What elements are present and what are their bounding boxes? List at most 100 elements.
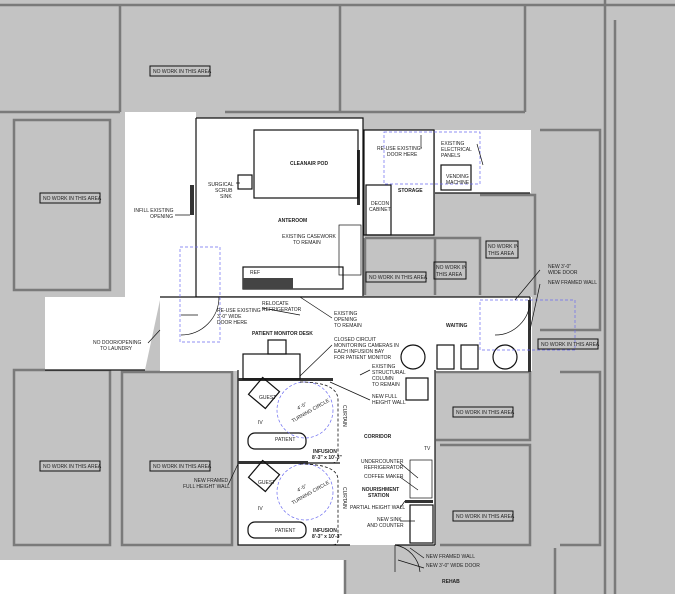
door-clearance bbox=[179, 246, 221, 343]
plan-label: WIDE DOOR bbox=[548, 270, 578, 276]
room-storage: STORAGE bbox=[398, 188, 423, 194]
plan-label: NEW 3'-0" WIDE DOOR bbox=[426, 563, 480, 569]
patient-chair bbox=[247, 432, 307, 450]
plan-label: 3'-0" WIDE bbox=[217, 314, 242, 320]
plan-label: NEW FRAMED WALL bbox=[548, 280, 597, 286]
plan-label: TO REMAIN bbox=[372, 382, 400, 388]
casework bbox=[338, 224, 362, 276]
plan-label: EACH INFUSION BAY bbox=[334, 349, 385, 355]
infill-wall bbox=[190, 185, 194, 215]
plan-label: CURTAIN bbox=[341, 487, 347, 509]
new-sink-counter bbox=[409, 504, 434, 544]
plan-label: TO REMAIN bbox=[293, 240, 321, 246]
plan-label: TO REMAIN bbox=[334, 323, 362, 329]
room-waiting: WAITING bbox=[446, 323, 467, 329]
guest-chair bbox=[247, 376, 281, 410]
plan-label: NO WORK IN THIS AREA bbox=[456, 514, 515, 520]
cleanair-pod bbox=[253, 129, 359, 199]
plan-label: 4'-5" bbox=[296, 401, 308, 411]
room-infusion: INFUSION bbox=[313, 449, 337, 455]
decon-cabinet bbox=[365, 184, 392, 236]
plan-label: OPENING bbox=[150, 214, 173, 220]
room-cleanair-pod: CLEANAIR POD bbox=[290, 161, 328, 167]
plan-label: TV bbox=[424, 446, 431, 452]
refrigerator-fill bbox=[243, 278, 293, 289]
plan-label: NEW FULL bbox=[372, 394, 398, 400]
room-corridor: CORRIDOR bbox=[364, 434, 392, 440]
plan-label: NO WORK IN THIS AREA bbox=[43, 196, 102, 202]
guest-chair bbox=[247, 459, 281, 493]
plan-label: MONITORING CAMERAS IN bbox=[334, 343, 399, 349]
plan-label: EXISTING bbox=[372, 364, 395, 370]
plan-label: FULL HEIGHT WALL bbox=[183, 484, 230, 490]
room-anteroom: ANTEROOM bbox=[278, 218, 307, 224]
no-work-label: NO WORK IN THIS AREA bbox=[149, 65, 212, 77]
room-nourishment: NOURISHMENT bbox=[362, 487, 399, 493]
plan-label: COFFEE MAKER bbox=[364, 474, 404, 480]
plan-label: GUEST bbox=[259, 395, 276, 401]
plan-label: NO WORK IN THIS AREA bbox=[456, 410, 515, 416]
plan-label: EXISTING CASEWORK bbox=[282, 234, 337, 240]
new-framed-wall bbox=[238, 461, 308, 464]
door-clearance bbox=[383, 131, 481, 185]
work-areas bbox=[45, 112, 532, 545]
turning-circle bbox=[276, 381, 334, 439]
waiting-chair bbox=[436, 344, 455, 370]
desk-chair bbox=[267, 339, 287, 355]
plan-label: IV bbox=[258, 420, 263, 426]
plan-label: NEW 3'-0" bbox=[548, 264, 571, 270]
plan-label: NO WORK IN THIS AREA bbox=[541, 342, 600, 348]
room-patient-monitor-desk: PATIENT MONITOR DESK bbox=[252, 331, 313, 337]
note-labels: SURGICAL SCRUB SINK INFILL EXISTING OPEN… bbox=[93, 141, 597, 569]
plan-label: 4'-5" bbox=[296, 483, 308, 493]
plan-label: SCRUB bbox=[215, 188, 233, 194]
waiting-table-left bbox=[400, 344, 426, 370]
plan-label: NO WORK IN bbox=[436, 265, 467, 271]
plan-label: MACHINE bbox=[446, 180, 470, 186]
new-framed-wall-waiting bbox=[528, 300, 531, 372]
plan-label: 8'-3" x 10'-3" bbox=[312, 534, 343, 540]
plan-label: NO WORK IN THIS AREA bbox=[369, 275, 428, 281]
room-infusion: INFUSION bbox=[313, 528, 337, 534]
plan-label: 8'-3" x 10'-3" bbox=[312, 455, 343, 461]
plan-label: AND COUNTER bbox=[367, 523, 404, 529]
plan-label: FOR PATIENT MONITOR bbox=[334, 355, 392, 361]
plan-label: NEW SINK bbox=[377, 517, 402, 523]
plan-label: DECON bbox=[371, 201, 389, 207]
plan-label: HEIGHT WALL bbox=[372, 400, 406, 406]
plan-label: NO WORK IN THIS AREA bbox=[153, 464, 212, 470]
plan-label: PATIENT bbox=[275, 528, 295, 534]
plan-label: REFRIGERATOR bbox=[364, 465, 404, 471]
no-work-label: NO WORK IN THIS AREA bbox=[452, 510, 515, 522]
plan-label: OPENING bbox=[334, 317, 357, 323]
plan-label: NEW FRAMED WALL bbox=[426, 554, 475, 560]
plan-label: IV bbox=[258, 506, 263, 512]
plan-label: ELECTRICAL bbox=[441, 147, 472, 153]
partial-height-wall bbox=[405, 500, 433, 503]
plan-label: STRUCTURAL bbox=[372, 370, 406, 376]
turning-circle bbox=[276, 463, 334, 521]
plan-label: NO WORK IN bbox=[488, 244, 519, 250]
plan-label: DOOR HERE bbox=[217, 320, 248, 326]
plan-label: REFRIGERATOR bbox=[262, 307, 302, 313]
plan-label: PATIENT bbox=[275, 437, 295, 443]
curtain bbox=[299, 381, 339, 546]
plan-label: EXISTING bbox=[334, 311, 357, 317]
plan-label: STATION bbox=[368, 493, 390, 499]
leader-lines bbox=[147, 135, 541, 569]
plan-label: PARTIAL HEIGHT WALL bbox=[350, 505, 405, 511]
corridor-chair bbox=[405, 377, 429, 401]
plan-label: CLOSED CIRCUIT bbox=[334, 337, 376, 343]
plan-label: SURGICAL bbox=[208, 182, 234, 188]
plan-label: COLUMN bbox=[372, 376, 394, 382]
plan-label: NO DOOR/OPENING bbox=[93, 340, 141, 346]
room-rehab: REHAB bbox=[442, 579, 460, 585]
plan-label: NEW FRAMED bbox=[194, 478, 229, 484]
plan-label: PANELS bbox=[441, 153, 461, 159]
plan-label: RE-USE EXISTING bbox=[217, 308, 261, 314]
plan-label: NO WORK IN THIS AREA bbox=[153, 69, 212, 75]
no-work-label: NO WORK IN THIS AREA bbox=[149, 460, 212, 472]
